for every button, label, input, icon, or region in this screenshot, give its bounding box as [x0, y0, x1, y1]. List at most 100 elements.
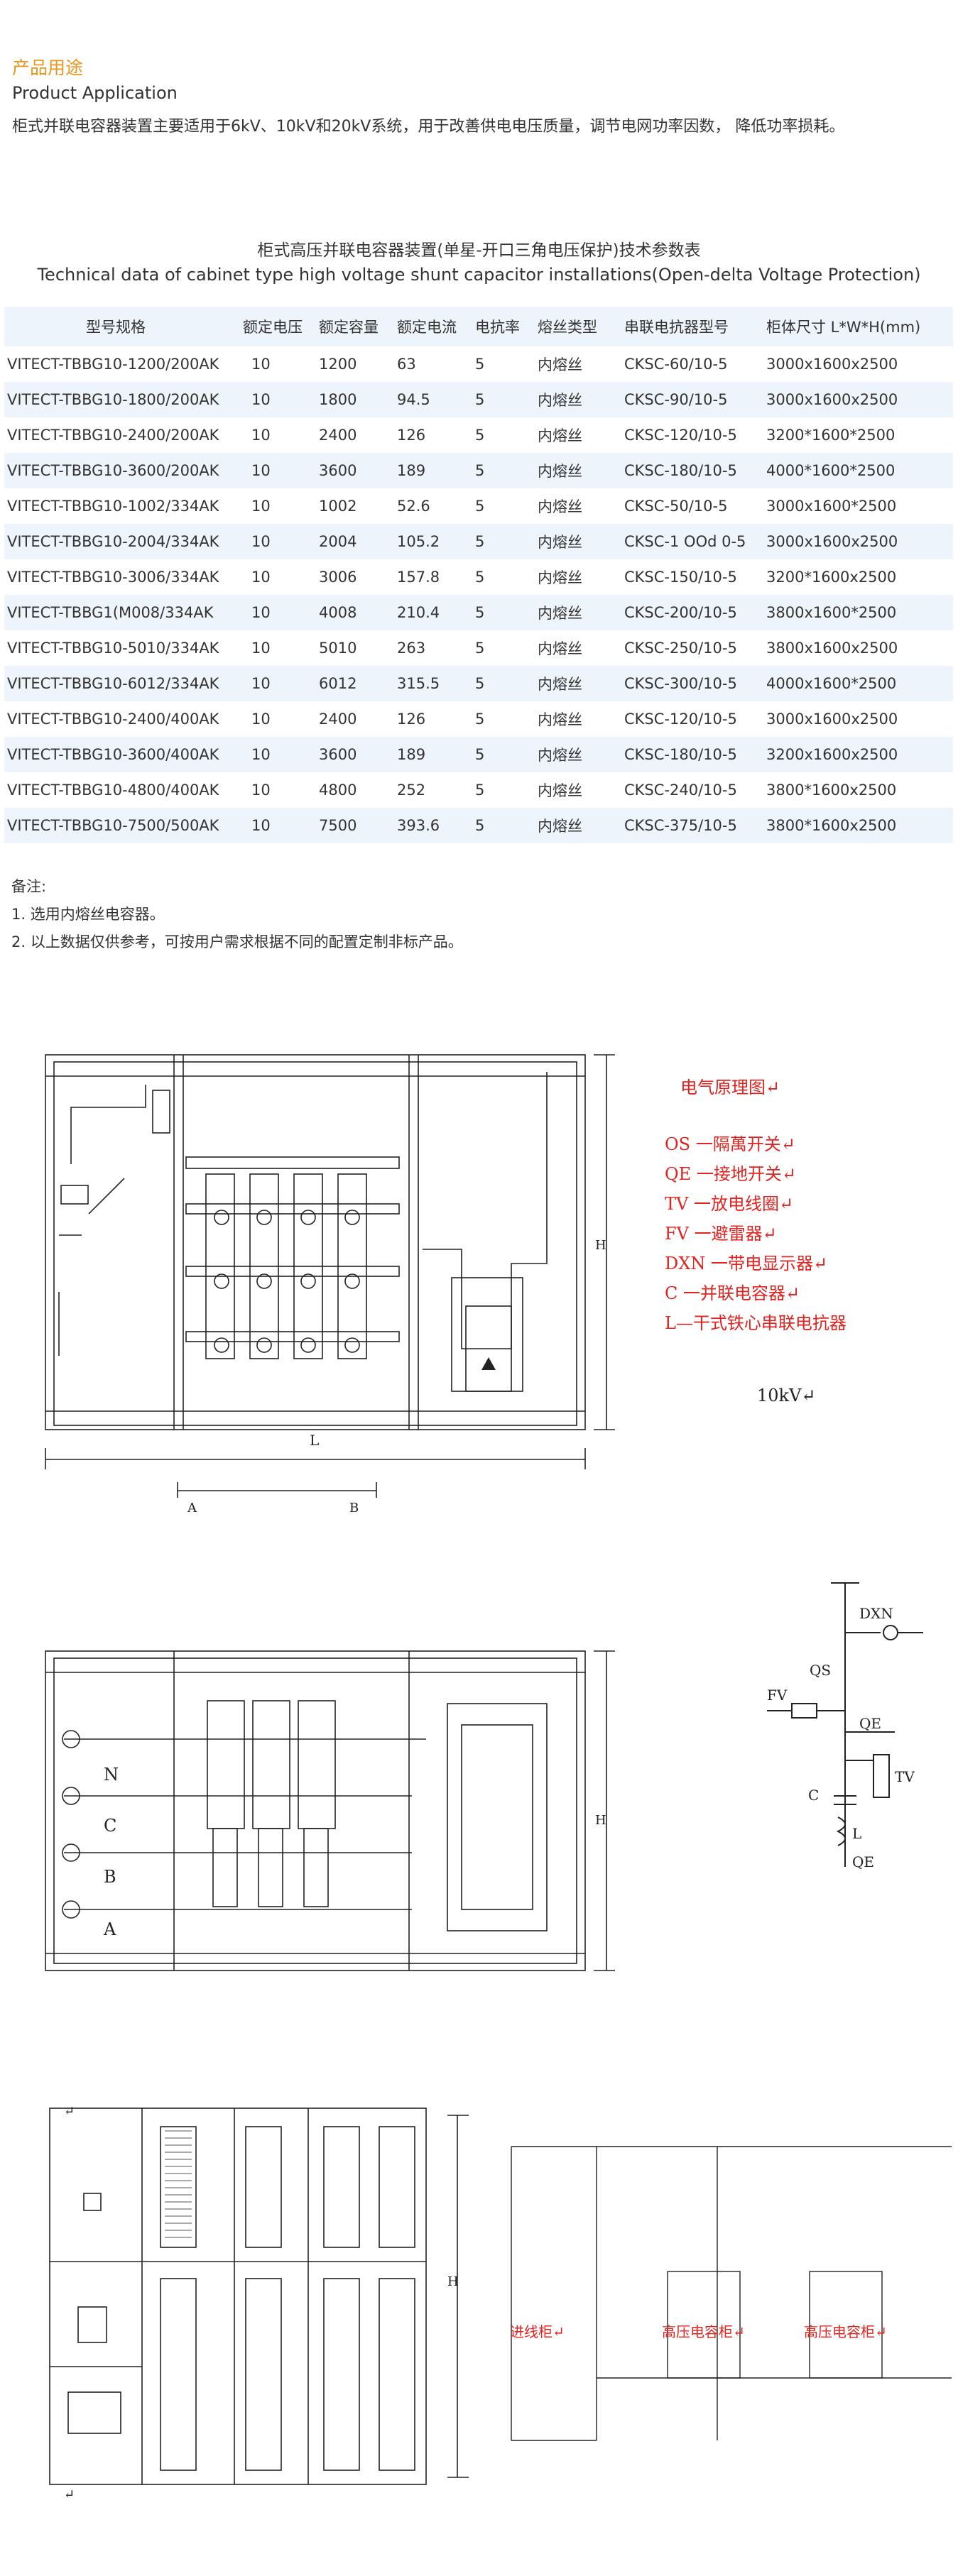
cell-capacity: 1200 [319, 356, 357, 373]
cell-model: VITECT-TBBG10-6012/334AK [4, 666, 243, 701]
cell-reactance: 5 [475, 453, 538, 488]
cell-reactor: CKSC-90/10-5 [624, 382, 766, 417]
cell-fuse: 内熔丝 [538, 737, 624, 772]
cell-reactor: CKSC-50/10-5 [624, 498, 728, 515]
cell-voltage: 10 [243, 808, 319, 843]
cell-reactance: 5 [475, 640, 485, 657]
cell-reactor: CKSC-180/10-5 [624, 453, 766, 488]
cell-capacity: 2400 [319, 427, 357, 444]
dim-label-h: H [447, 2274, 459, 2289]
dim-label-h: H [595, 1813, 606, 1828]
cell-fuse: 内熔丝 [538, 356, 582, 373]
cell-reactance: 5 [475, 569, 485, 586]
cell-size: 3000x1600x2500 [766, 524, 953, 559]
dim-label-l: L [310, 1432, 319, 1449]
voltage-label: 10kV↵ [757, 1386, 816, 1405]
cell-current: 210.4 [397, 595, 475, 630]
header-reactor: 串联电抗器型号 [624, 307, 766, 346]
cell-model: VITECT-TBBG10-3006/334AK [7, 569, 219, 586]
cell-voltage: 10 [251, 356, 271, 373]
cell-reactor: CKSC-1 OOd 0-5 [624, 524, 766, 559]
cell-voltage: 10 [243, 453, 319, 488]
header-model: 型号规格 [4, 307, 243, 346]
cell-size: 3800x1600x2500 [766, 640, 898, 657]
header-reactance: 电抗率 [475, 307, 538, 346]
cabinet-elevation-drawing: L A B H 电气原理图↵ OS 一隔萬开关↵ QE 一接地开关↵ TV 一放… [45, 1054, 847, 1516]
header-capacity: 额定容量 [319, 307, 397, 346]
header-current: 额定电流 [397, 307, 475, 346]
cell-fuse: 内熔丝 [538, 453, 624, 488]
cell-current: 105.2 [397, 524, 475, 559]
cell-reactor: CKSC-200/10-5 [624, 595, 766, 630]
cell-size: 3000x1600*2500 [766, 498, 897, 515]
cell-capacity: 1800 [319, 382, 397, 417]
cell-reactance: 5 [475, 782, 485, 799]
panel-label-capacitor: 高压电容柜↵ [804, 2323, 887, 2340]
note-item: 1. 选用内熔丝电容器。 [11, 906, 165, 923]
cell-capacity: 5010 [319, 640, 357, 657]
schematic-label-dxn: DXN [859, 1605, 893, 1622]
cell-capacity: 3600 [319, 453, 397, 488]
cell-voltage: 10 [251, 640, 271, 657]
cell-fuse: 内熔丝 [538, 524, 624, 559]
cell-model: VITECT-TBBG10-4800/400AK [7, 782, 219, 799]
cell-capacity: 4800 [319, 782, 357, 799]
cell-size: 3000x1600x2500 [766, 382, 953, 417]
cell-capacity: 2004 [319, 524, 397, 559]
cell-reactance: 5 [475, 427, 485, 444]
section-label-b: B [349, 1501, 359, 1516]
panel-label-incoming: 进线柜↵ [510, 2323, 565, 2340]
panel-layout-drawing: 进线柜↵ 高压电容柜↵ 高压电容柜↵ [510, 2146, 952, 2441]
cell-reactor: CKSC-150/10-5 [624, 569, 737, 586]
table-header-row: 型号规格 额定电压 额定容量 额定电流 电抗率 熔丝类型 串联电抗器型号 柜体尺… [4, 307, 953, 346]
cell-size: 3800x1600*2500 [766, 595, 953, 630]
legend-item: TV 一放电线圈↵ [665, 1194, 793, 1214]
legend-item: L—干式铁心串联电抗器 [665, 1313, 847, 1333]
cell-reactor: CKSC-60/10-5 [624, 356, 728, 373]
cell-reactor: CKSC-300/10-5 [624, 666, 766, 701]
cell-capacity: 3006 [319, 569, 357, 586]
cell-reactance: 5 [475, 666, 538, 701]
return-mark: ↵ [64, 2487, 75, 2502]
cell-reactance: 5 [475, 711, 485, 728]
cell-model: VITECT-TBBG10-3600/200AK [4, 453, 243, 488]
cell-capacity: 2400 [319, 711, 357, 728]
schematic-label-tv: TV [895, 1768, 915, 1785]
cell-voltage: 10 [243, 595, 319, 630]
cell-voltage: 10 [251, 782, 271, 799]
cell-voltage: 10 [251, 711, 271, 728]
schematic-label-qe: QE [859, 1715, 881, 1732]
cell-current: 315.5 [397, 666, 475, 701]
note-item: 2. 以上数据仅供参考，可按用户需求根据不同的配置定制非标产品。 [11, 933, 463, 950]
cell-model: VITECT-TBBG10-1800/200AK [4, 382, 243, 417]
cell-model: VITECT-TBBG10-3600/400AK [4, 737, 243, 772]
cell-voltage: 10 [243, 524, 319, 559]
cell-reactance: 5 [475, 382, 538, 417]
section-subtitle: Product Application [12, 83, 178, 103]
cell-model: VITECT-TBBG1(M008/334AK [4, 595, 243, 630]
schematic-label-fv: FV [767, 1687, 788, 1704]
legend-item: FV 一避雷器↵ [665, 1224, 777, 1244]
phase-label-a: A [103, 1919, 116, 1939]
cell-reactor: CKSC-250/10-5 [624, 640, 737, 657]
cell-fuse: 内熔丝 [538, 427, 582, 444]
schematic-label-qs: QS [810, 1662, 831, 1679]
cell-reactance: 5 [475, 595, 538, 630]
return-mark: ↵ [64, 2104, 75, 2119]
section-description: 柜式并联电容器装置主要适用于6kV、10kV和20kV系统，用于改善供电电压质量… [12, 118, 845, 136]
cell-voltage: 10 [251, 427, 271, 444]
legend-item: C 一并联电容器↵ [665, 1283, 800, 1303]
header-fuse: 熔丝类型 [538, 307, 624, 346]
cell-reactor: CKSC-180/10-5 [624, 737, 766, 772]
cell-capacity: 3600 [319, 737, 397, 772]
